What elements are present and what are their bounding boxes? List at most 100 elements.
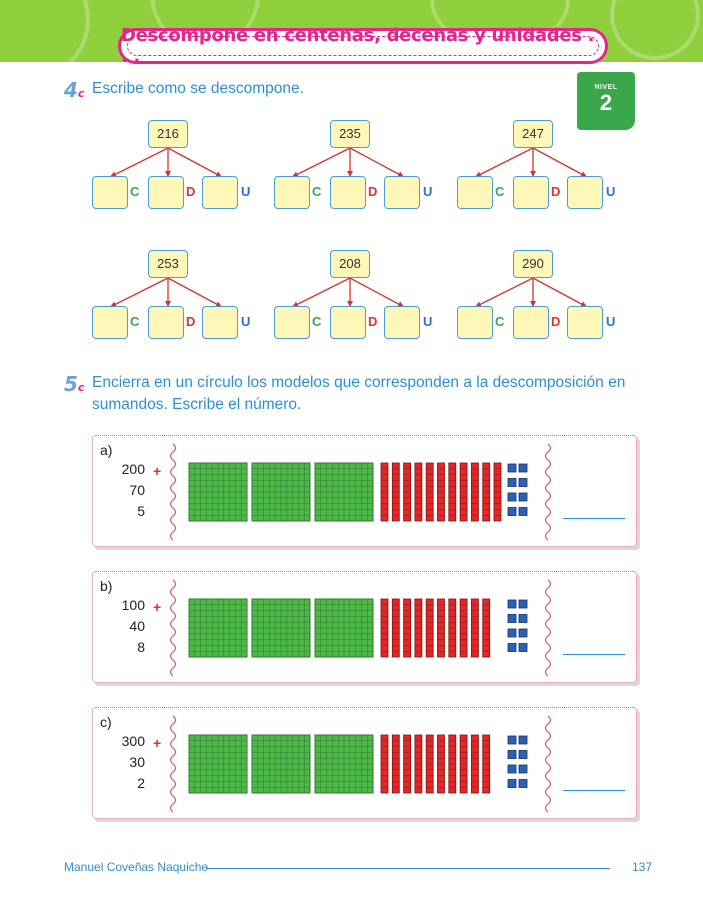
place-value-label-d: D (368, 184, 378, 199)
answer-box-tens[interactable] (513, 306, 549, 339)
exercise-4-instruction: Escribe como se descompone. (92, 80, 304, 97)
ten-rod (448, 734, 457, 794)
place-value-label-d: D (186, 184, 196, 199)
item-letter: c) (100, 714, 112, 730)
unit-cube (518, 463, 528, 473)
answer-box-units[interactable] (202, 176, 238, 209)
answer-box-tens[interactable] (148, 176, 184, 209)
arrow-head (165, 171, 171, 177)
answer-blank[interactable] (563, 518, 625, 519)
hundred-flat (251, 462, 311, 522)
ten-rod (459, 734, 468, 794)
number-box: 208 (330, 250, 370, 278)
base-ten-model (169, 579, 552, 677)
answer-box-units[interactable] (567, 176, 603, 209)
ten-rod (437, 734, 445, 794)
ten-rod (470, 598, 479, 658)
arrow-line (167, 277, 223, 308)
ten-rod (470, 734, 479, 794)
place-value-label-d: D (186, 314, 196, 329)
unit-cube (507, 614, 517, 623)
ten-rod (425, 734, 434, 794)
answer-box-hundreds[interactable] (457, 306, 493, 339)
answer-blank[interactable] (563, 790, 625, 791)
base-ten-model (169, 715, 552, 813)
arrow-head (580, 301, 587, 307)
hundred-flat (188, 734, 248, 794)
ten-rod (448, 462, 457, 522)
place-value-label-u: U (241, 314, 251, 329)
answer-box-units[interactable] (202, 306, 238, 339)
answer-box-units[interactable] (567, 306, 603, 339)
place-value-label-u: U (606, 184, 616, 199)
unit-cube (507, 764, 517, 774)
hundred-flat (251, 598, 311, 658)
arrow-line (167, 147, 223, 178)
place-value-label-d: D (551, 184, 561, 199)
unit-cube (507, 599, 517, 609)
wavy-divider (544, 579, 552, 677)
arrow-head (215, 301, 222, 307)
ten-rod (482, 598, 491, 658)
ten-rod (437, 598, 445, 658)
answer-box-tens[interactable] (513, 176, 549, 209)
arrow-head (530, 301, 536, 307)
addend-tens: 30 (129, 754, 145, 770)
answer-box-hundreds[interactable] (274, 306, 310, 339)
arrow-line (474, 147, 534, 178)
arrow-line (291, 147, 351, 178)
answer-box-hundreds[interactable] (457, 176, 493, 209)
wavy-divider (544, 715, 552, 813)
place-value-label-c: C (312, 314, 322, 329)
answer-box-tens[interactable] (330, 306, 366, 339)
answer-box-units[interactable] (384, 176, 420, 209)
banner-decoration (0, 0, 90, 62)
number-box: 216 (148, 120, 188, 148)
place-value-label-u: U (241, 184, 251, 199)
answer-blank[interactable] (563, 654, 625, 655)
answer-box-hundreds[interactable] (92, 176, 128, 209)
ten-rod (470, 462, 479, 522)
ten-rod (425, 462, 434, 522)
unit-cube (518, 628, 528, 638)
answer-box-hundreds[interactable] (92, 306, 128, 339)
wavy-divider (169, 579, 177, 677)
exercise-4-number: 4c (64, 78, 85, 102)
hundred-flat (251, 734, 311, 794)
ten-rod (448, 598, 457, 658)
ten-rod (391, 462, 400, 522)
arrow-line (532, 147, 588, 178)
item-letter: b) (100, 578, 113, 594)
answer-box-hundreds[interactable] (274, 176, 310, 209)
addend-units: 8 (137, 639, 145, 655)
unit-cube (518, 735, 528, 745)
tree-arrows (109, 277, 223, 308)
arrow-line (349, 147, 405, 178)
unit-cube (507, 463, 517, 473)
unit-cube (507, 779, 517, 788)
item-letter: a) (100, 442, 113, 458)
answer-box-tens[interactable] (330, 176, 366, 209)
arrow-line (532, 277, 588, 308)
answer-box-tens[interactable] (148, 306, 184, 339)
level-badge: NIVEL 2 (577, 72, 635, 130)
plus-sign: + (153, 599, 162, 615)
answer-box-units[interactable] (384, 306, 420, 339)
addend-tens: 40 (129, 618, 145, 634)
place-value-label-c: C (495, 314, 505, 329)
unit-cube (518, 750, 528, 759)
unit-cube (507, 750, 517, 759)
unit-cube (507, 628, 517, 638)
ten-rod (482, 462, 491, 522)
banner-decoration (610, 0, 700, 60)
place-value-label-d: D (551, 314, 561, 329)
page-title: Descompone en centenas, decenas y unidad… (121, 25, 595, 67)
place-value-label-u: U (606, 314, 616, 329)
ten-rod (391, 734, 400, 794)
ten-rod (414, 734, 423, 794)
hundred-flat (314, 598, 374, 658)
place-value-label-c: C (130, 184, 140, 199)
place-value-label-c: C (130, 314, 140, 329)
